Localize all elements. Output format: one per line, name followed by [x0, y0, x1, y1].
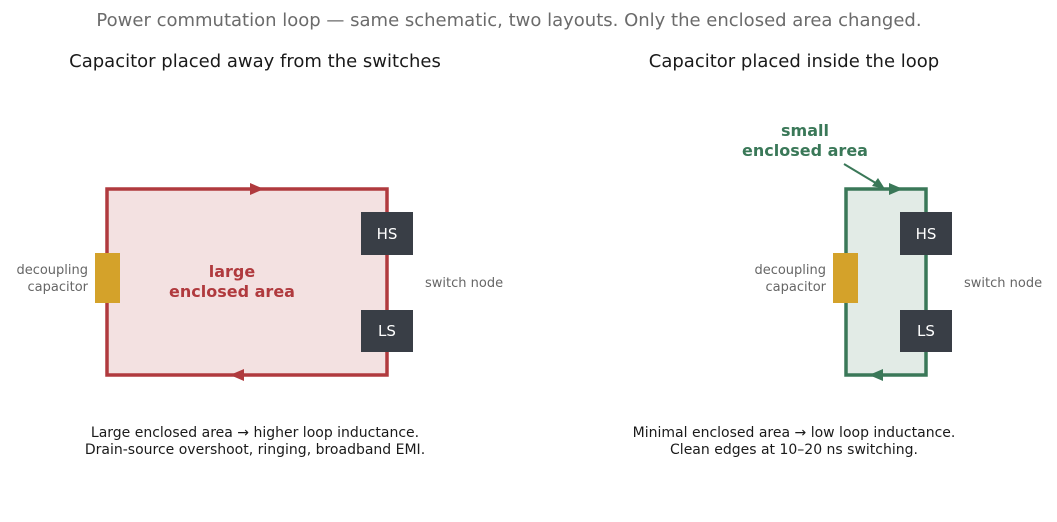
left-decoupling-capacitor — [95, 253, 120, 303]
right-high-side-label: HS — [916, 225, 937, 243]
right-panel: Capacitor placed inside the loop decoupl… — [633, 51, 1042, 458]
right-capacitor-label-line2: capacitor — [766, 280, 827, 295]
right-high-side-switch — [900, 212, 952, 255]
left-switch-node-label: switch node — [425, 276, 503, 291]
left-capacitor-label-line2: capacitor — [28, 280, 89, 295]
left-current-arrow-top — [250, 183, 264, 195]
left-low-side-label: LS — [378, 322, 396, 340]
right-decoupling-capacitor — [833, 253, 858, 303]
right-panel-title: Capacitor placed inside the loop — [649, 51, 939, 72]
right-caption-line1: Minimal enclosed area → low loop inducta… — [633, 425, 956, 441]
left-area-label-line2: enclosed area — [169, 282, 295, 301]
right-area-pointer-line — [843, 163, 880, 186]
left-high-side-switch — [361, 212, 413, 255]
right-low-side-switch — [900, 310, 952, 352]
left-current-arrow-bottom — [230, 369, 244, 381]
left-low-side-switch — [361, 310, 413, 352]
left-area-label-line1: large — [209, 262, 256, 281]
right-current-arrow-top — [889, 183, 903, 195]
left-caption-line1: Large enclosed area → higher loop induct… — [91, 425, 419, 441]
left-capacitor-label-line1: decoupling — [16, 263, 88, 278]
left-high-side-label: HS — [377, 225, 398, 243]
right-area-label-line2: enclosed area — [742, 141, 868, 160]
left-commutation-loop — [105, 187, 389, 377]
right-area-pointer-arrowhead — [872, 178, 885, 189]
right-switch-node-label: switch node — [964, 276, 1042, 291]
right-low-side-label: LS — [917, 322, 935, 340]
right-area-label-line1: small — [781, 121, 829, 140]
page-subtitle: Power commutation loop — same schematic,… — [96, 10, 921, 31]
right-caption-line2: Clean edges at 10–20 ns switching. — [670, 442, 918, 458]
right-capacitor-label-line1: decoupling — [754, 263, 826, 278]
left-panel: Capacitor placed away from the switches … — [16, 51, 503, 458]
left-caption-line2: Drain-source overshoot, ringing, broadba… — [85, 442, 425, 458]
left-panel-title: Capacitor placed away from the switches — [69, 51, 441, 72]
right-current-arrow-bottom — [869, 369, 883, 381]
